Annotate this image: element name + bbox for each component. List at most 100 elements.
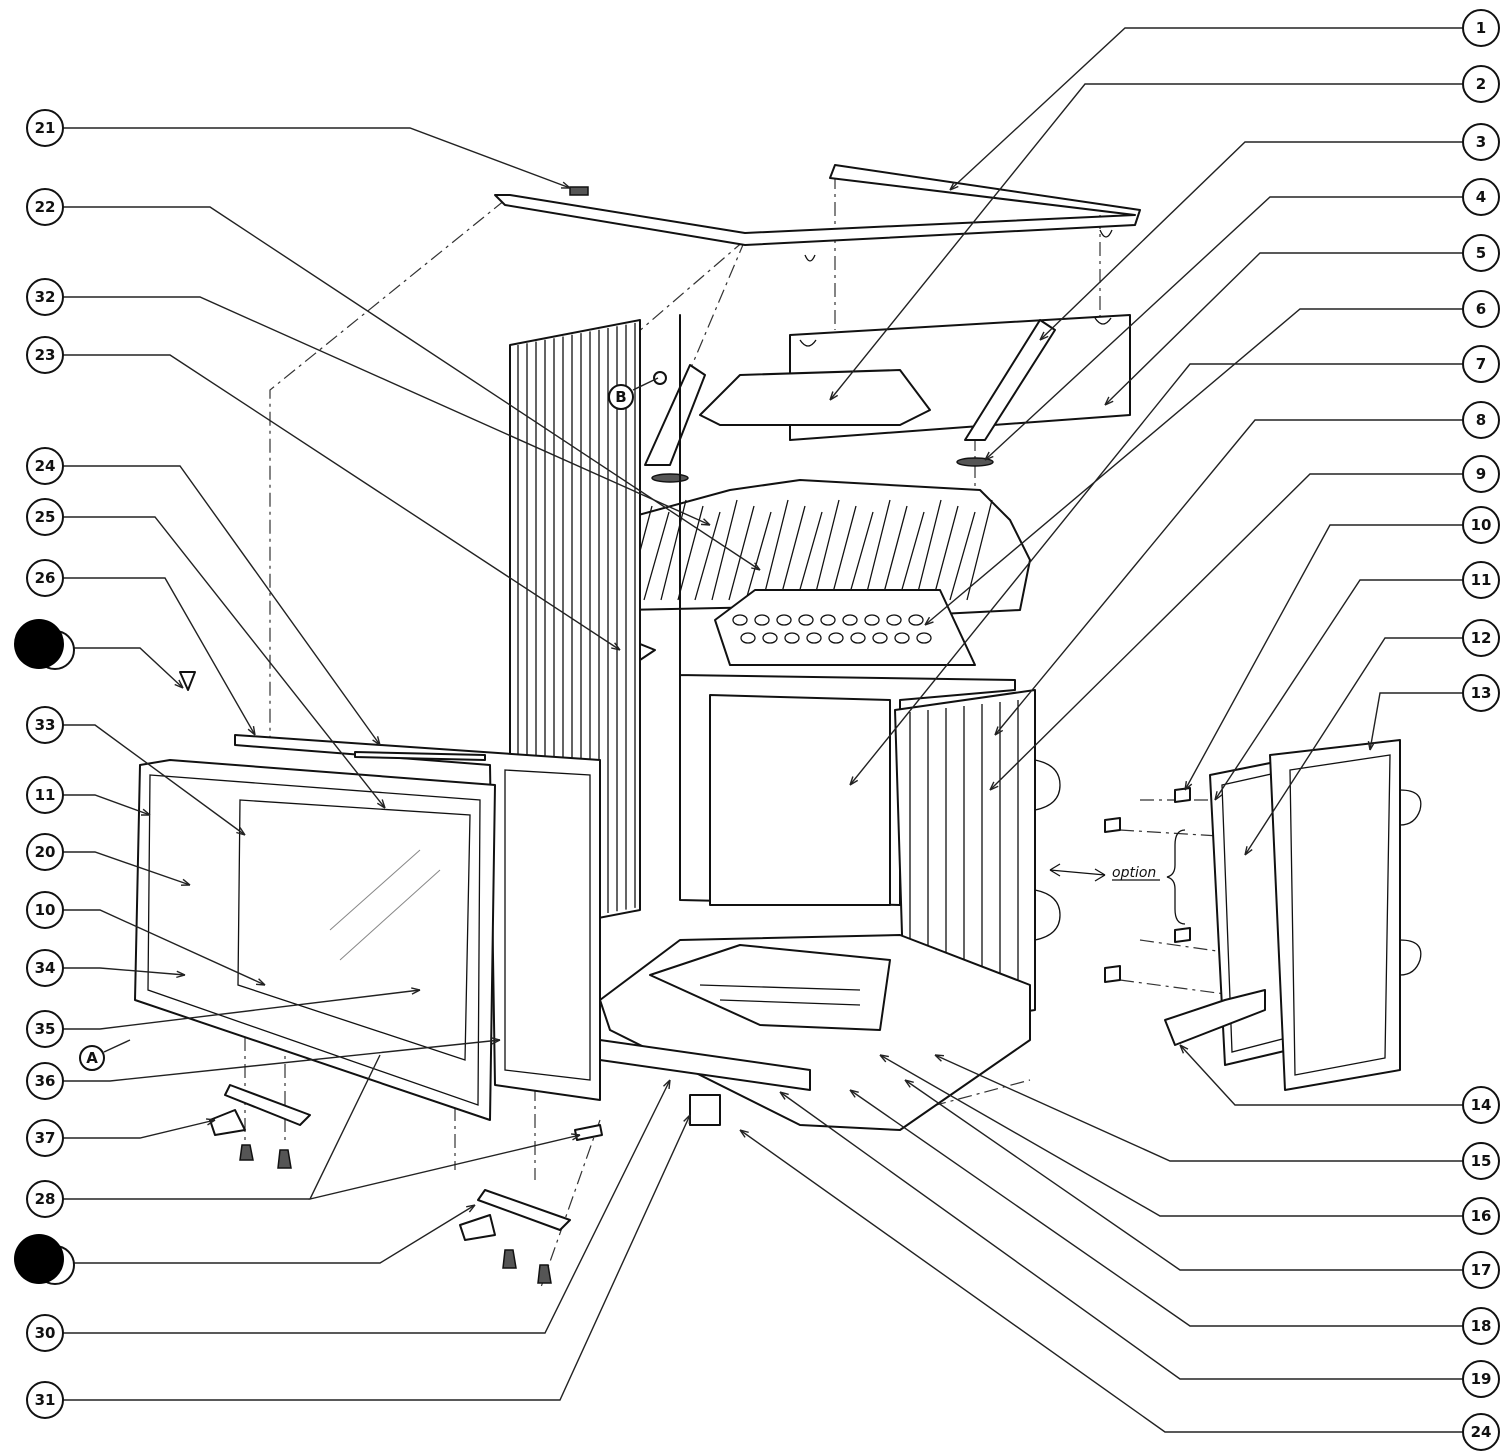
exchanger-fin bbox=[745, 511, 772, 601]
leader-arrow-c11 bbox=[1214, 791, 1223, 801]
callout-circle-c28 bbox=[26, 1180, 64, 1218]
hearth-base bbox=[599, 934, 1031, 1131]
callout-circle-c36 bbox=[26, 1062, 64, 1100]
leader-arrow-c6 bbox=[924, 616, 934, 626]
leader-arrow-c15 bbox=[934, 1054, 945, 1062]
callout-label-c15: 15 bbox=[1471, 1152, 1492, 1170]
callout-label-c35: 35 bbox=[35, 1020, 56, 1038]
leader-line-c13 bbox=[1369, 692, 1463, 751]
leader-line-c21 bbox=[63, 127, 571, 189]
callout-c26: 26 bbox=[26, 559, 64, 597]
leader-line-c31 bbox=[63, 1114, 691, 1401]
leader-arrow-c37 bbox=[205, 1118, 216, 1126]
option-indicator bbox=[1049, 829, 1186, 925]
callout-circle-c35 bbox=[26, 1010, 64, 1048]
exchanger-fin bbox=[932, 505, 959, 601]
leader-line-c26 bbox=[63, 577, 256, 736]
marker-label-mB: B bbox=[615, 388, 626, 406]
callout-label-c5: 5 bbox=[1476, 244, 1486, 262]
leader-arrow-c23 bbox=[611, 642, 621, 651]
leader-arrow-c14 bbox=[1179, 1044, 1189, 1054]
leader-line-c25 bbox=[63, 516, 386, 809]
top-frame-part bbox=[494, 164, 1141, 262]
callout-circle-c34 bbox=[26, 949, 64, 987]
callout-c36: 36 bbox=[26, 1062, 64, 1100]
leader-line-c12 bbox=[1244, 637, 1463, 856]
callout-c27 bbox=[14, 619, 75, 670]
callout-label-c24: 24 bbox=[35, 457, 56, 475]
plate-hole bbox=[828, 632, 844, 644]
callout-label-c20: 20 bbox=[35, 843, 56, 861]
callout-circle-c11b bbox=[26, 776, 64, 814]
leader-line-c30 bbox=[63, 1079, 671, 1334]
leader-line-c2 bbox=[829, 83, 1463, 401]
leader-arrow-c36 bbox=[491, 1037, 501, 1045]
exchanger-fin bbox=[813, 499, 840, 601]
exchanger-fin bbox=[864, 499, 891, 601]
control-plate-part bbox=[714, 589, 976, 666]
callout-c14: 14 bbox=[1462, 1086, 1500, 1124]
leader-arrow-c10b bbox=[255, 978, 266, 986]
marker-leader-mB bbox=[632, 377, 659, 391]
leader-arrow-c17 bbox=[904, 1079, 914, 1088]
callout-label-c4: 4 bbox=[1476, 188, 1486, 206]
door-glass bbox=[329, 799, 1281, 961]
callout-label-c7: 7 bbox=[1476, 355, 1486, 373]
front-frame bbox=[134, 734, 601, 1121]
leader-line-c11 bbox=[1214, 579, 1463, 801]
plate-hole bbox=[916, 632, 932, 644]
marker-label-mA: A bbox=[86, 1049, 98, 1067]
leader-arrow-c2 bbox=[829, 391, 839, 401]
callout-circle-c12 bbox=[1462, 619, 1500, 657]
leader-arrow-c5 bbox=[1104, 396, 1114, 406]
callout-c2: 2 bbox=[1462, 65, 1500, 103]
leader-arrow-c28 bbox=[570, 1133, 581, 1141]
callout-label-c8: 8 bbox=[1476, 411, 1486, 429]
callout-circle-c32 bbox=[26, 278, 64, 316]
callout-c31: 31 bbox=[26, 1381, 64, 1419]
exchanger-fin bbox=[949, 511, 976, 601]
callout-c4: 4 bbox=[1462, 178, 1500, 216]
leader-line-c24 bbox=[63, 465, 381, 746]
callout-circle-c1 bbox=[1462, 9, 1500, 47]
callout-c17: 17 bbox=[1462, 1251, 1500, 1289]
callout-c6: 6 bbox=[1462, 290, 1500, 328]
leader-arrow-c30 bbox=[663, 1079, 671, 1090]
callout-c21: 21 bbox=[26, 109, 64, 147]
leader-arrow-c9 bbox=[989, 781, 999, 791]
leader-arrow-c21 bbox=[560, 181, 571, 189]
exchanger-fin bbox=[779, 505, 806, 601]
leader-arrow-c1 bbox=[949, 181, 959, 191]
callout-circle-c22 bbox=[26, 188, 64, 226]
leader-arrow-c18 bbox=[849, 1089, 859, 1098]
callout-circle-c6 bbox=[1462, 290, 1500, 328]
callout-label-c18: 18 bbox=[1471, 1317, 1492, 1335]
callout-circle-c5 bbox=[1462, 234, 1500, 272]
leader-arrow-c19 bbox=[779, 1091, 789, 1100]
leader-line-c36 bbox=[63, 1039, 501, 1082]
leader-arrow-c20 bbox=[180, 878, 191, 886]
callout-circle-c11 bbox=[1462, 561, 1500, 599]
marker-circle-mA bbox=[79, 1045, 105, 1071]
plate-hole bbox=[820, 614, 836, 626]
exchanger-fin bbox=[762, 499, 789, 601]
exchanger-fin bbox=[728, 505, 755, 601]
small-hardware bbox=[179, 671, 1191, 1284]
callout-circle-c9 bbox=[1462, 455, 1500, 493]
leader-arrow-c35 bbox=[411, 987, 421, 995]
callout-c16: 16 bbox=[1462, 1197, 1500, 1235]
callout-c24b: 24 bbox=[1462, 1413, 1500, 1451]
leader-arrow-c24b bbox=[739, 1129, 749, 1138]
plate-hole bbox=[842, 614, 858, 626]
callout-circle-c24b bbox=[1462, 1413, 1500, 1451]
firebox-body bbox=[679, 314, 1061, 1031]
leader-line-c27 bbox=[63, 647, 184, 689]
leader-lines bbox=[63, 27, 1463, 1433]
plate-hole bbox=[850, 632, 866, 644]
callout-label-c11b: 11 bbox=[35, 786, 56, 804]
callout-circle-c31 bbox=[26, 1381, 64, 1419]
callout-circle-c24 bbox=[26, 447, 64, 485]
callout-label-c21: 21 bbox=[35, 119, 56, 137]
